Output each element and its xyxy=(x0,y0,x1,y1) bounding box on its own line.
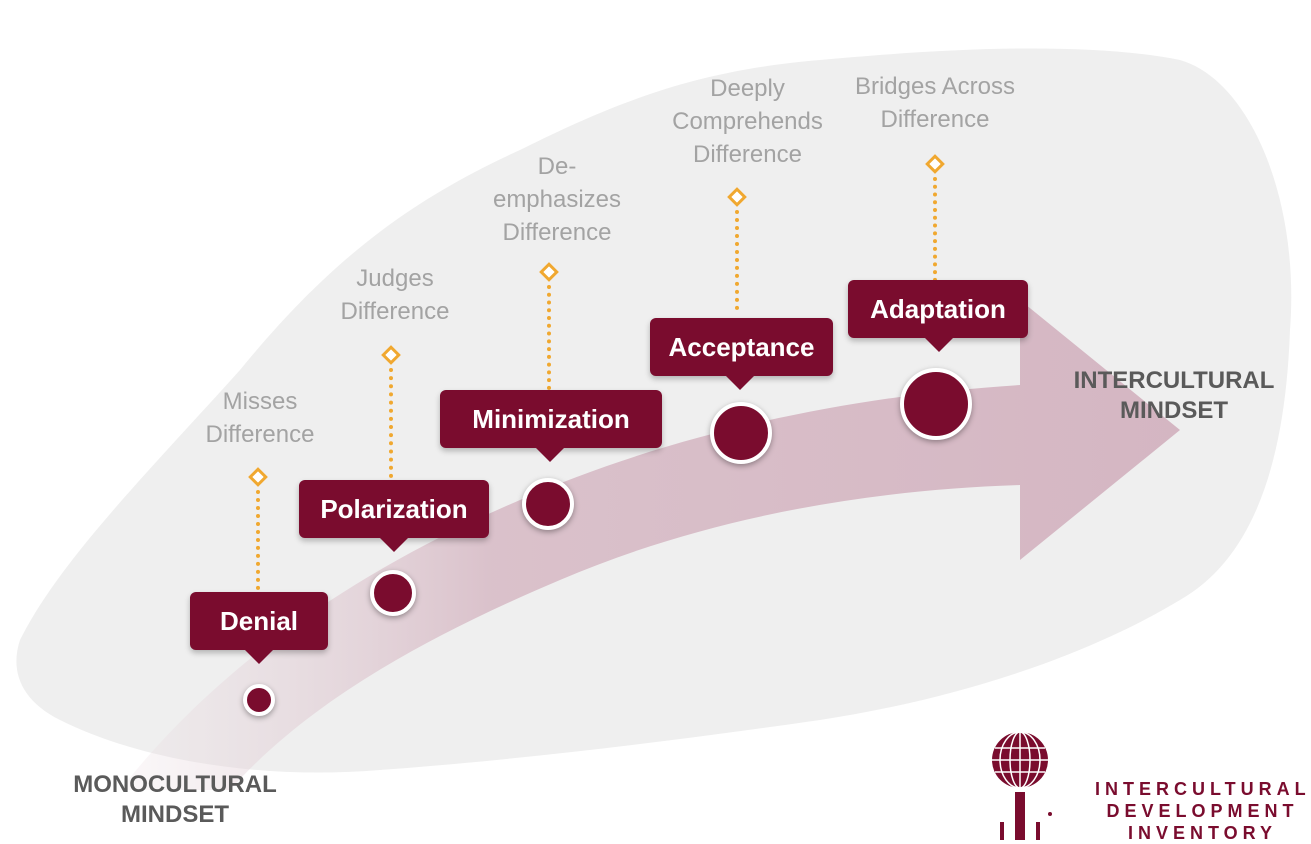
idi-logo-text: INTERCULTURAL DEVELOPMENT INVENTORY xyxy=(1095,778,1310,844)
stage-description-denial: Misses Difference xyxy=(205,388,315,448)
stage-description-minimization: De- emphasizes Difference xyxy=(492,153,622,246)
stage-label-adaptation: Adaptation xyxy=(848,280,1028,338)
stage-description-polarization: Judges Difference xyxy=(340,265,450,325)
stage-pointer-minimization xyxy=(536,448,564,462)
intercultural-mindset-label: INTERCULTURAL MINDSET xyxy=(1040,366,1308,426)
stage-label-acceptance: Acceptance xyxy=(650,318,833,376)
logo-line1: INTERCULTURAL xyxy=(1095,779,1311,799)
stage-label-denial: Denial xyxy=(190,592,328,650)
stage-label-minimization: Minimization xyxy=(440,390,662,448)
connector-adaptation xyxy=(933,177,937,282)
connector-acceptance xyxy=(735,210,739,310)
stage-description-acceptance: Deeply Comprehends Difference xyxy=(672,75,823,168)
idi-globe-logo-icon xyxy=(992,731,1052,840)
monocultural-line2: MINDSET xyxy=(121,801,229,828)
connector-denial xyxy=(256,490,260,590)
monocultural-line1: MONOCULTURAL xyxy=(73,771,277,798)
stage-pointer-denial xyxy=(245,650,273,664)
stage-pointer-polarization xyxy=(380,538,408,552)
stage-pointer-adaptation xyxy=(925,338,953,352)
intercultural-line1: INTERCULTURAL xyxy=(1073,367,1275,394)
stage-dot-adaptation xyxy=(900,368,972,440)
intercultural-line2: MINDSET xyxy=(1120,397,1228,424)
stage-dot-acceptance xyxy=(710,402,772,464)
logo-line2: DEVELOPMENT xyxy=(1106,801,1299,821)
stage-label-polarization: Polarization xyxy=(299,480,489,538)
connector-polarization xyxy=(389,368,393,478)
stage-pointer-acceptance xyxy=(726,376,754,390)
logo-line3: INVENTORY xyxy=(1127,823,1278,843)
monocultural-mindset-label: MONOCULTURAL MINDSET xyxy=(40,770,310,830)
stage-description-adaptation: Bridges Across Difference xyxy=(854,73,1016,133)
stage-dot-polarization xyxy=(370,570,416,616)
connector-minimization xyxy=(547,285,551,390)
stage-dot-minimization xyxy=(522,478,574,530)
stage-dot-denial xyxy=(243,684,275,716)
